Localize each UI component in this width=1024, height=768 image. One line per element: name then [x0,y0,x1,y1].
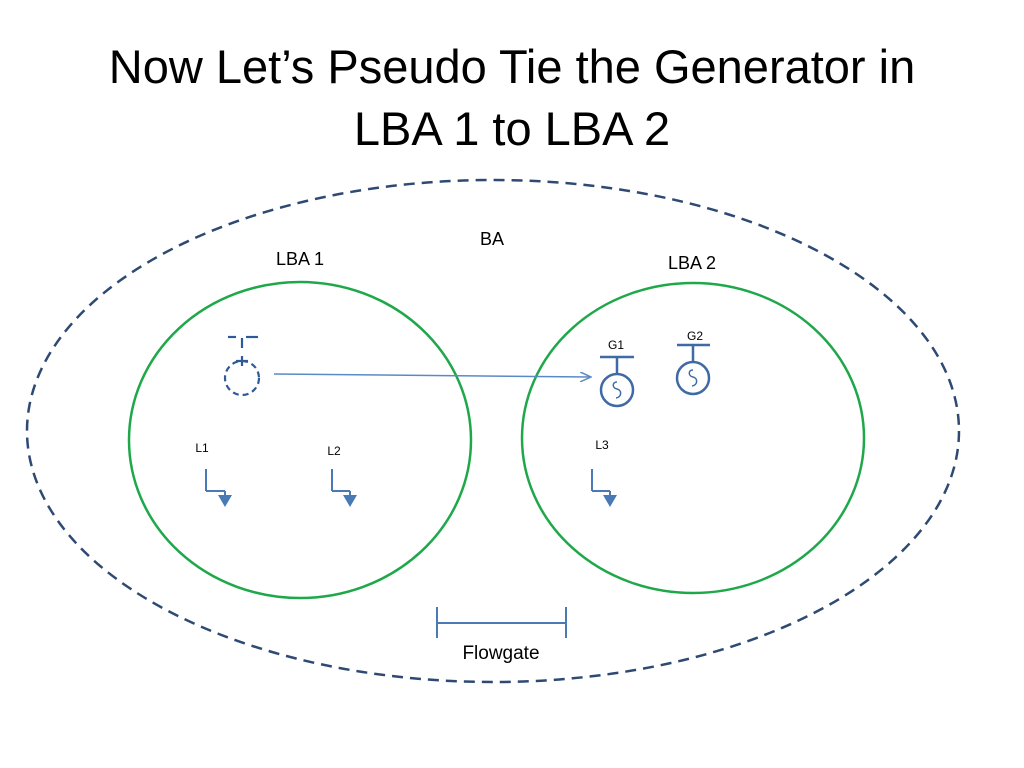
lba1-boundary [127,280,473,600]
l1-load-icon [205,469,232,507]
l2-load-icon [331,469,357,507]
lba2-boundary [520,281,866,595]
l3-load-icon [591,469,617,507]
l2-label: L2 [327,444,341,458]
lba2-label: LBA 2 [668,253,716,273]
g1-generator-icon [599,355,635,408]
title-line-2: LBA 1 to LBA 2 [353,102,671,155]
l1-label: L1 [195,441,209,455]
ba-boundary [25,178,961,684]
ba-label: BA [480,229,504,249]
lba1-label: LBA 1 [276,249,324,269]
flowgate-label: Flowgate [462,643,539,664]
g1-label: G1 [608,338,624,352]
title-line-1: Now Let’s Pseudo Tie the Generator in [108,40,916,93]
g2-generator-icon [675,343,711,396]
pseudo-tied-generator-ghost-icon [223,335,261,397]
l3-label: L3 [595,438,609,452]
slide-title: Now Let’s Pseudo Tie the Generator in LB… [0,36,1024,160]
pseudo-tie-arrow [273,374,590,377]
g2-label: G2 [687,329,703,343]
flowgate-icon [436,607,567,638]
